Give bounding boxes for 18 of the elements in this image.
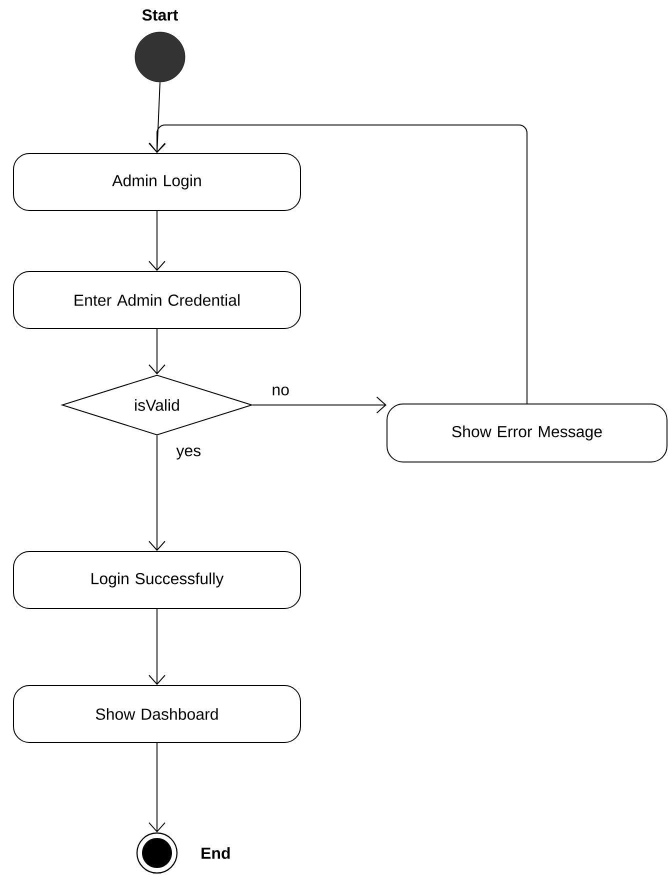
- arrow: [148, 435, 166, 551]
- arrow: [148, 124, 528, 404]
- edge-label: yes: [176, 448, 201, 460]
- arrow: [148, 608, 166, 685]
- arrow: [148, 742, 166, 832]
- edge-label: no: [272, 386, 289, 396]
- start-node: Start: [134, 9, 186, 82]
- action-box: Admin Login: [13, 153, 301, 211]
- node-label: Start: [142, 9, 178, 21]
- node-label: End: [202, 847, 230, 859]
- action-box: Show Error Message: [386, 404, 668, 462]
- arrow: [148, 328, 166, 374]
- action-box: Login Successfully: [13, 551, 301, 609]
- action-box: Show Dashboard: [13, 685, 301, 743]
- arrow: [148, 210, 166, 271]
- action-box: Enter Admin Credential: [13, 271, 301, 329]
- arrow: [252, 396, 386, 414]
- end-node: End: [136, 832, 230, 874]
